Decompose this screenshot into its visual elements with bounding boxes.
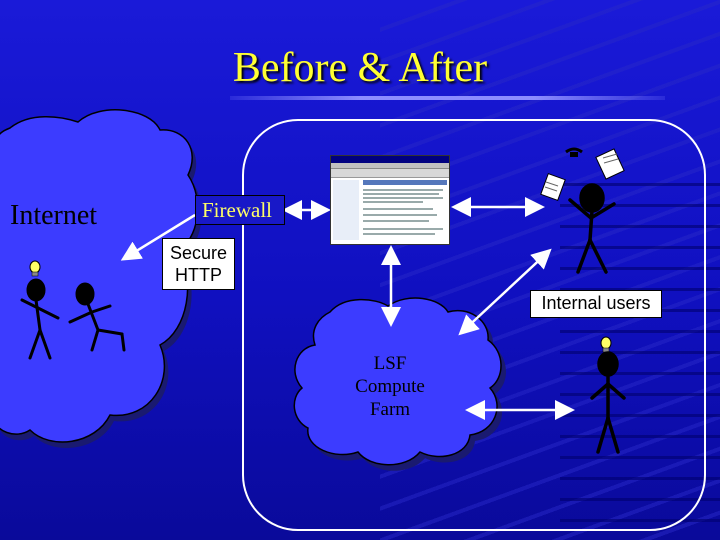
lsf-cloud (293, 297, 507, 471)
arrow-internet-firewall (120, 213, 196, 261)
background-stripes-lower (560, 180, 720, 540)
stick-figure-icon (568, 183, 616, 274)
title-underline (230, 96, 665, 100)
firewall-box (195, 195, 285, 225)
secure-http-label: Secure HTTP (169, 243, 228, 285)
phone-icon (565, 147, 583, 157)
firewall-label: Firewall (202, 198, 272, 222)
secure-http-box (162, 238, 235, 290)
stick-figure-icon (68, 282, 126, 352)
web-page-screenshot (330, 155, 450, 245)
stick-figure-icon (590, 351, 626, 454)
lightbulb-icon (600, 336, 612, 353)
slide-title: Before & After (232, 45, 488, 91)
intranet-boundary (242, 119, 706, 531)
internet-label: Internet (10, 200, 98, 231)
internal-users-box (530, 290, 662, 318)
stick-figure-icon (20, 278, 60, 360)
internal-users-label: Internal users (541, 293, 651, 313)
lightbulb-icon (29, 260, 41, 277)
lsf-compute-farm-label: LSF Compute Farm (355, 353, 425, 420)
papers-icon (540, 148, 625, 202)
arrow-lsf-user (458, 248, 552, 336)
